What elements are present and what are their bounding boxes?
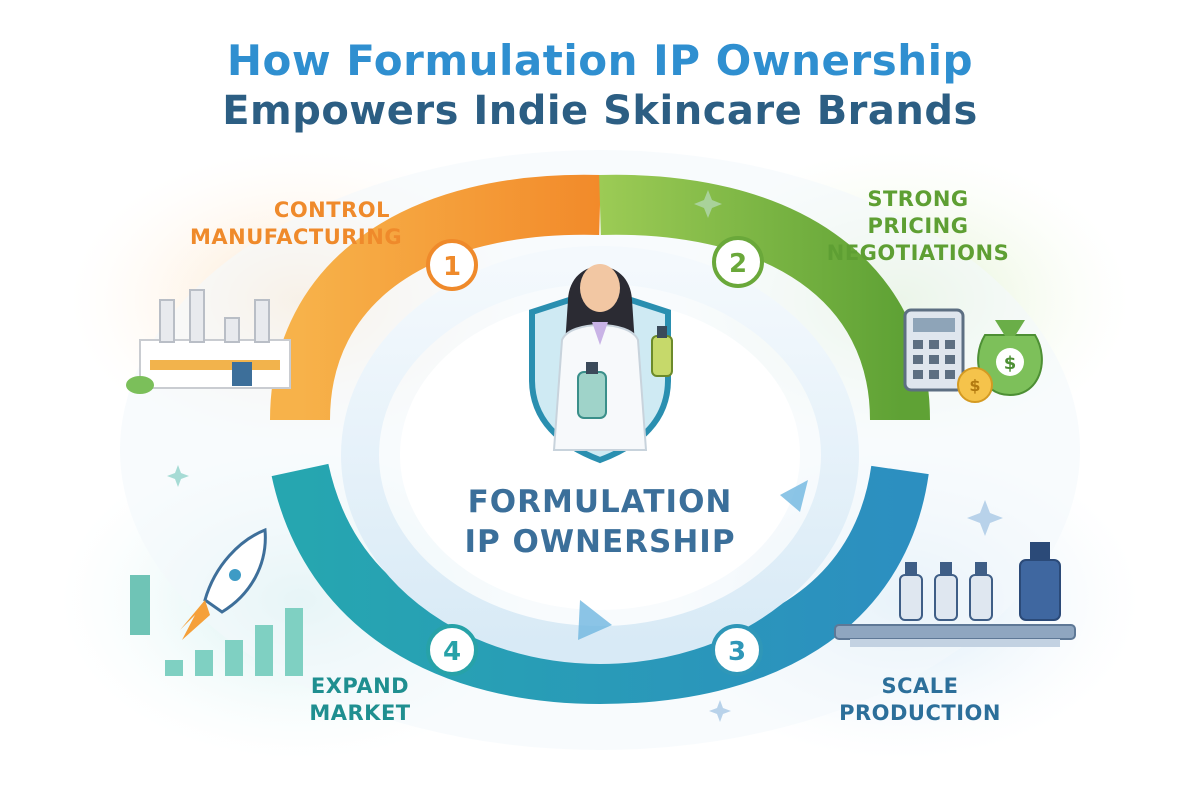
title-line-1: How Formulation IP Ownership bbox=[226, 36, 974, 85]
step-1-label-line-2: MANUFACTURING bbox=[190, 225, 403, 249]
step-1-number: 1 bbox=[443, 252, 461, 282]
step-3-number: 3 bbox=[728, 637, 746, 667]
title-line-2: Empowers Indie Skincare Brands bbox=[222, 88, 978, 134]
step-4-badge: 4 bbox=[426, 624, 478, 676]
production-line-icon bbox=[834, 542, 1076, 647]
center-label-line-1: FORMULATION bbox=[467, 484, 733, 520]
rocket-growth-icon bbox=[130, 527, 303, 676]
center-label: FORMULATION IP OWNERSHIP bbox=[420, 482, 780, 562]
step-2-number: 2 bbox=[729, 249, 747, 279]
step-3-label-line-2: PRODUCTION bbox=[839, 701, 1001, 725]
step-1-label-line-1: CONTROL bbox=[273, 198, 390, 222]
step-4-label-line-1: EXPAND bbox=[310, 674, 410, 698]
step-4-number: 4 bbox=[443, 637, 461, 667]
step-3-label-line-1: SCALE bbox=[881, 674, 959, 698]
step-2-label-line-2: PRICING bbox=[867, 214, 969, 238]
step-1-badge: 1 bbox=[426, 239, 478, 291]
svg-text:$: $ bbox=[1004, 353, 1017, 374]
center-label-line-2: IP OWNERSHIP bbox=[464, 524, 736, 560]
step-2-label-line-3: NEGOTIATIONS bbox=[826, 241, 1010, 265]
step-4-label: EXPAND MARKET bbox=[300, 673, 420, 727]
svg-text:$: $ bbox=[969, 376, 980, 395]
step-4-label-line-2: MARKET bbox=[309, 701, 411, 725]
sparkle-decorations bbox=[167, 190, 1003, 722]
step-3-label: SCALE PRODUCTION bbox=[810, 673, 1030, 727]
step-2-label: STRONG PRICING NEGOTIATIONS bbox=[818, 186, 1018, 267]
factory-icon bbox=[126, 289, 291, 394]
step-2-label-line-1: STRONG bbox=[867, 187, 969, 211]
scientist-shield-icon bbox=[529, 264, 673, 464]
step-3-badge: 3 bbox=[711, 624, 763, 676]
step-1-label: CONTROL MANUFACTURING bbox=[190, 197, 403, 251]
calculator-money-icon: $ $ bbox=[903, 308, 1043, 403]
step-2-badge: 2 bbox=[712, 236, 764, 288]
